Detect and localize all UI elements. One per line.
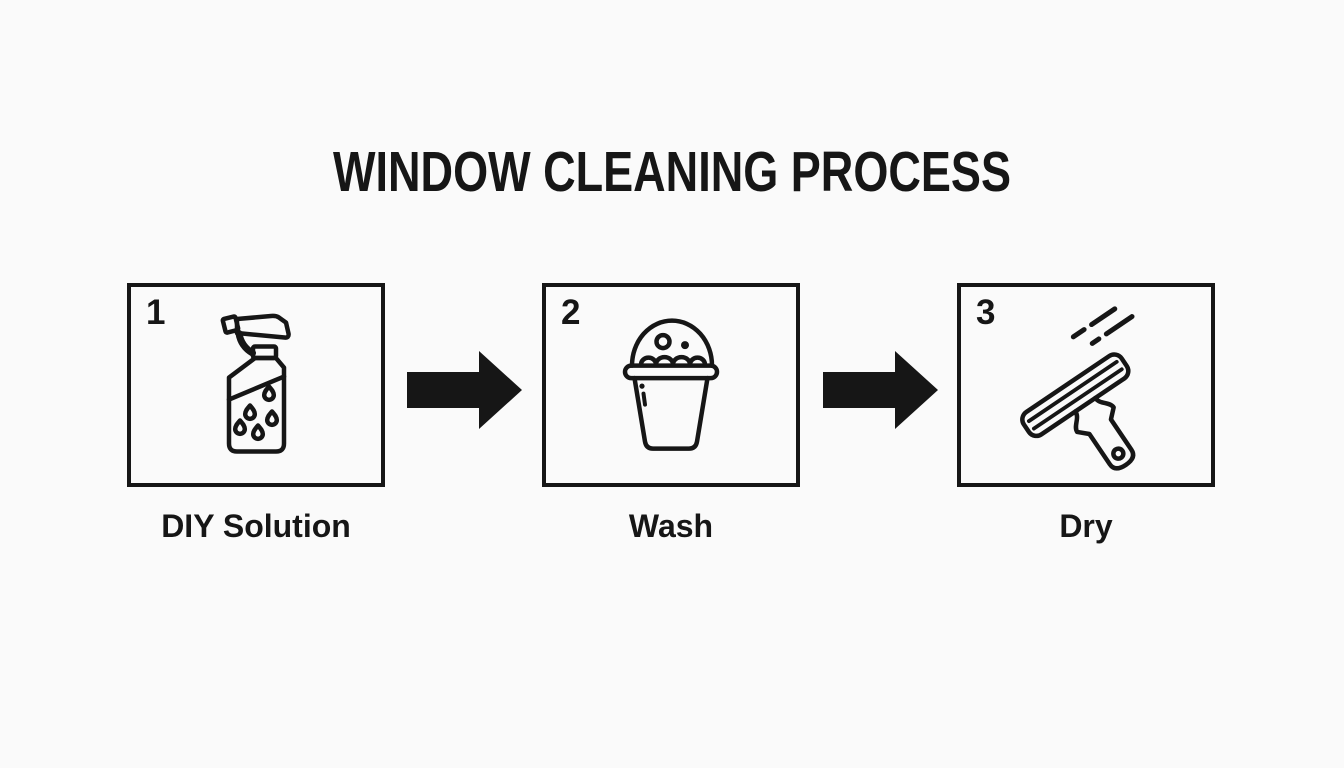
arrow-right-icon bbox=[407, 351, 522, 429]
step-number-2: 2 bbox=[561, 293, 581, 332]
step-box-dry: 3 bbox=[957, 283, 1215, 487]
arrow-right-icon bbox=[823, 351, 938, 429]
squeegee-icon bbox=[1020, 306, 1136, 471]
step-label-diy-solution: DIY Solution bbox=[161, 508, 351, 544]
spray-bottle-icon bbox=[220, 313, 291, 454]
step-number-3: 3 bbox=[976, 293, 996, 332]
step-number-1: 1 bbox=[146, 293, 166, 332]
page-title: WINDOW CLEANING PROCESS bbox=[333, 140, 1011, 204]
step-label-wash: Wash bbox=[628, 508, 714, 544]
step-label-dry: Dry bbox=[1059, 508, 1113, 544]
step-box-diy-solution: 1 bbox=[127, 283, 385, 487]
step-box-wash: 2 bbox=[542, 283, 800, 487]
soap-bucket-icon bbox=[622, 318, 720, 451]
